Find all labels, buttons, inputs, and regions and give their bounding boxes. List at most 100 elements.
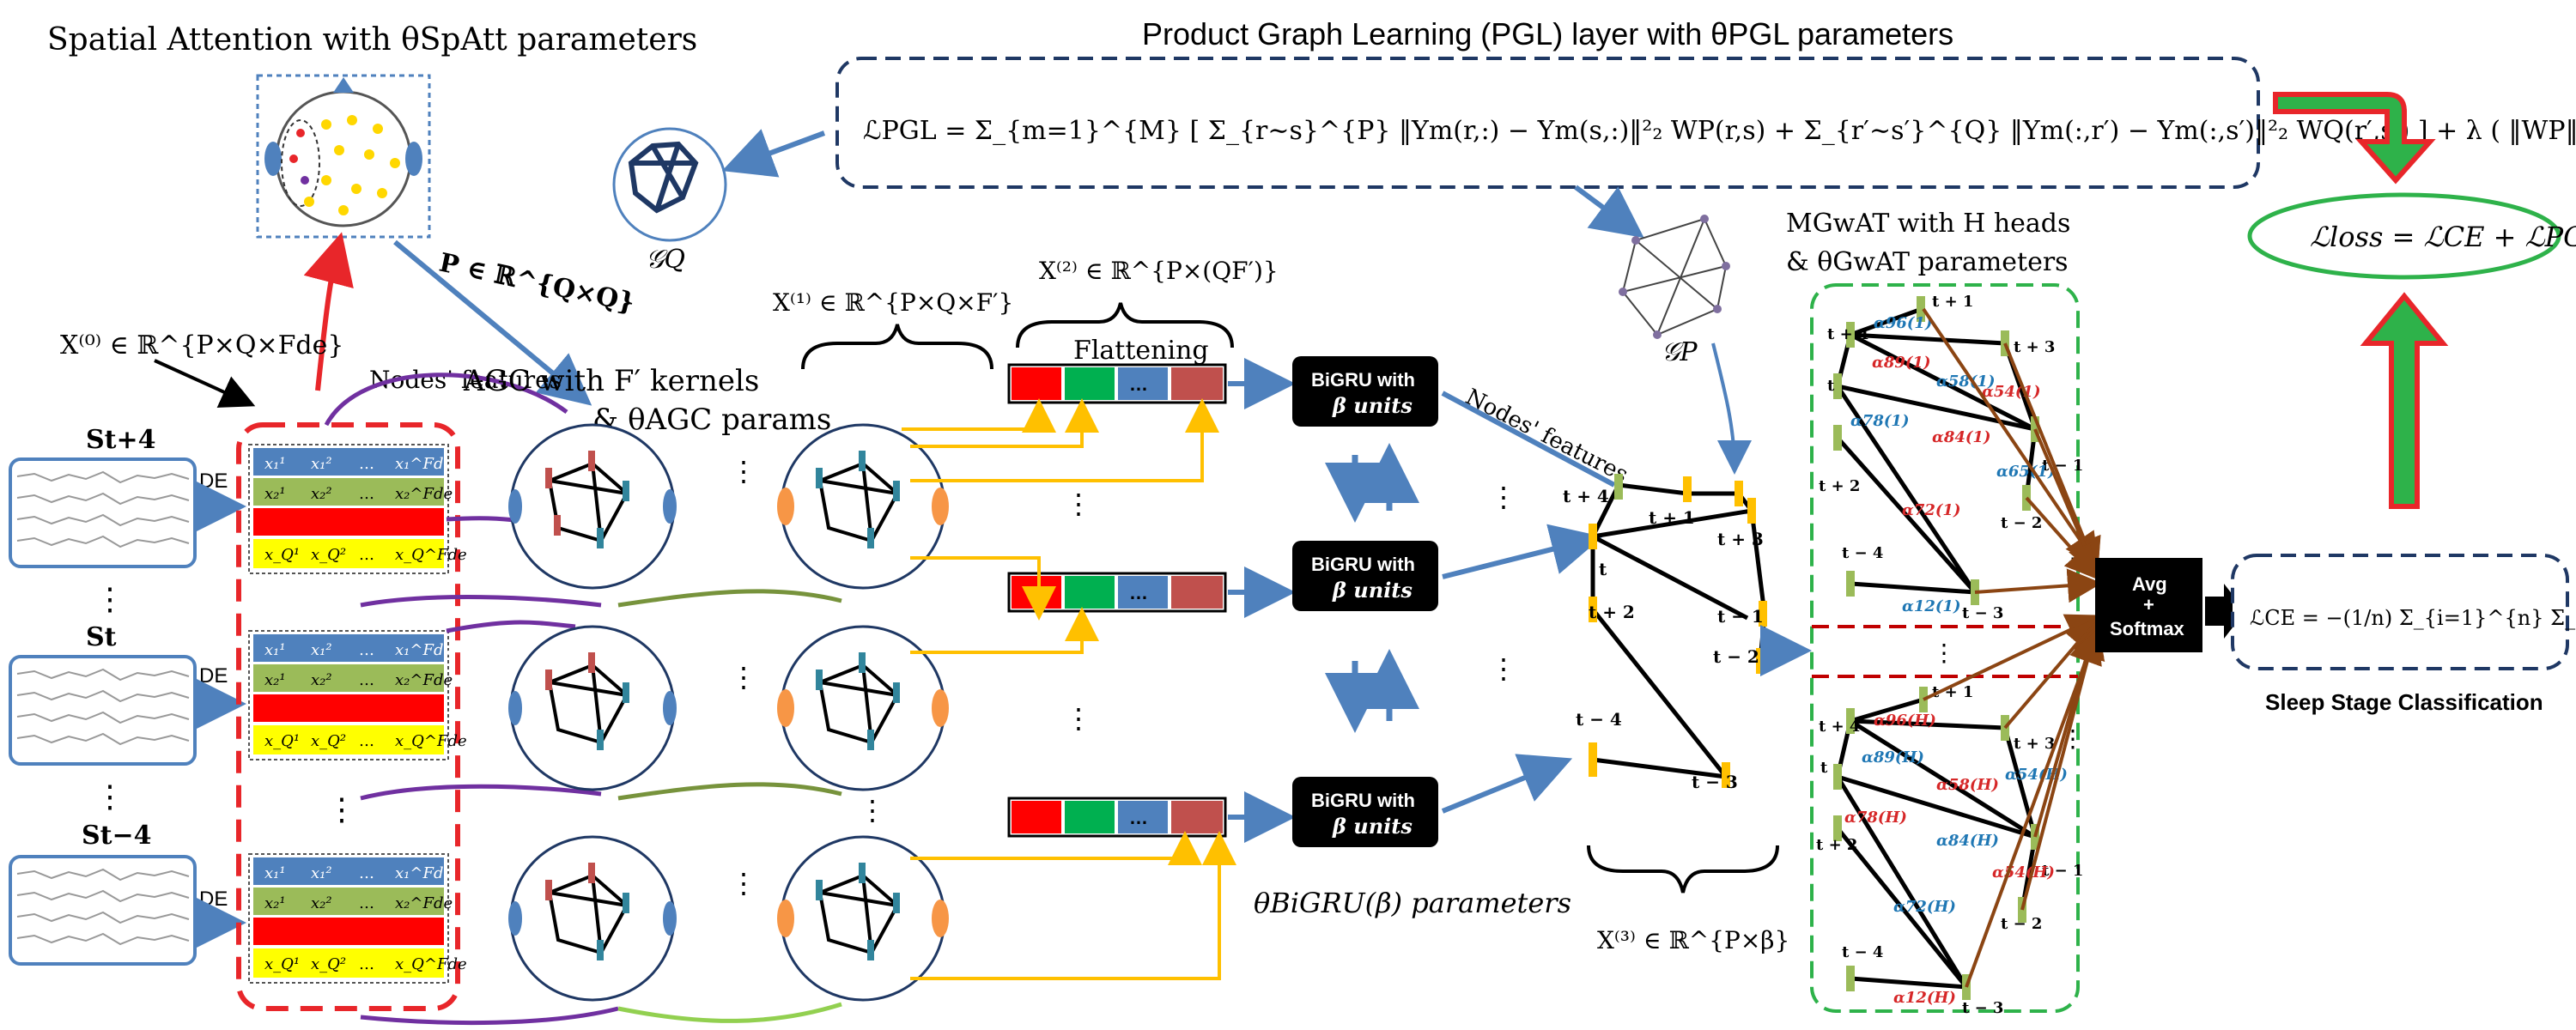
tnode-t+2: t + 2 [1589, 602, 1635, 622]
cell-mid-1-1: x₁¹ [264, 641, 286, 659]
softmax-to-ce-arrow [2205, 584, 2245, 639]
flatten-vdots-3: ⋮ [1236, 794, 1264, 827]
cell-top-q-3: … [359, 546, 374, 564]
signal-label-top: St+4 [86, 425, 156, 455]
cell-bot-q-2: x_Q² [311, 955, 346, 973]
mgh-t: t [1820, 759, 1828, 777]
mgwat-vdots: ⋮ [1932, 639, 1956, 667]
tnode-t-1: t − 1 [1717, 606, 1764, 627]
cell-bot-2-2: x₂² [311, 894, 332, 912]
vdots-signal-2: ⋮ [94, 779, 125, 815]
cell-bot-1-1: x₁¹ [264, 864, 286, 882]
feature-matrix-bottom: x₁¹ x₁² … x₁^Fde x₂¹ x₂² … x₂^Fde x_Q¹ x… [248, 853, 467, 984]
gp-graph-icon [1619, 215, 1730, 339]
cell-top-1-2: x₁² [311, 455, 332, 473]
cell-mid-q-2: x_Q² [311, 732, 346, 750]
bigru-1-label: BiGRU with [1311, 369, 1415, 391]
tnode-t+4: t + 4 [1563, 486, 1609, 506]
signal-block-middle: St DE [9, 622, 246, 766]
cell-bot-2-4: x₂^Fde [395, 894, 453, 912]
bigru-block-2: BiGRU with β units [1292, 541, 1438, 611]
cell-mid-1-2: x₁² [311, 641, 332, 659]
ce-formula: ℒCE = −(1/n) Σ_{i=1}^{n} Σ_{c=1}^{C} y_{… [2250, 606, 2576, 630]
agc-dots-3: ⋮ [730, 867, 757, 900]
mgh-t+4: t + 4 [1819, 718, 1860, 736]
x1-brace [801, 324, 993, 370]
flatten-label: Flattening [1073, 336, 1209, 366]
flatten-bar-3: … [1007, 797, 1227, 838]
gp-to-temporal-arrow [1711, 342, 1752, 475]
agc-head-1-1 [508, 423, 677, 590]
alpha-hh-96: α96(H) [1874, 712, 1936, 730]
ce-box [2231, 554, 2569, 670]
x3-label: X⁽³⁾ ∈ ℝ^{P×β} [1597, 926, 1789, 954]
mg1-t-4: t − 4 [1842, 544, 1883, 562]
mgwat-title-1: MGwAT with H heads [1786, 209, 2070, 239]
loss-ellipse [2247, 192, 2561, 280]
alpha-h1-65: α65(1) [1996, 463, 2055, 481]
agc-title-line2: & θAGC params [592, 403, 831, 437]
flatten-vdots-1: ⋮ [1065, 488, 1092, 520]
bigru-3-units: β units [1332, 814, 1413, 839]
feature-matrix-top: x₁¹ x₁² … x₁^Fde x₂¹ x₂² … x₂^Fde x_Q¹ x… [248, 444, 467, 574]
cell-bot-1-3: … [359, 864, 374, 882]
bigru-2-units: β units [1332, 578, 1413, 603]
attention-feedback-arrow [303, 232, 354, 391]
softmax-line2: + [2143, 594, 2154, 615]
bigru-param-label: θBiGRU(β) parameters [1254, 887, 1571, 919]
softmax-block: Avg + Softmax [2095, 558, 2202, 652]
bigru-block-1: BiGRU with β units [1292, 356, 1438, 427]
signal-label-middle: St [86, 622, 117, 652]
ce-to-loss-arrow [2360, 292, 2449, 509]
alpha-h1-89: α89(1) [1872, 354, 1930, 372]
mgh-t+3: t + 3 [2014, 735, 2055, 753]
cell-mid-2-3: … [359, 671, 374, 689]
vdots-features: ⋮ [326, 792, 357, 827]
mg1-t-3: t − 3 [1962, 604, 2003, 622]
cell-bot-q-1: x_Q¹ [264, 955, 300, 973]
mgh-t-1: t − 1 [2042, 862, 2083, 880]
bigru-3-label: BiGRU with [1311, 790, 1415, 811]
mg1-t+4: t + 4 [1827, 325, 1868, 343]
softmax-line3: Softmax [2110, 618, 2185, 639]
cell-mid-2-4: x₂^Fde [395, 671, 453, 689]
mgwat-head-h-alphas: α96(H) α89(H) α58(H) α54(H) α78(H) α84(H… [1844, 712, 2068, 1007]
bigru-dots-1: ⋮ [1490, 481, 1517, 513]
mg1-t+2: t + 2 [1819, 477, 1860, 495]
feature-box [236, 422, 460, 1011]
gp-label: 𝒢P [1662, 337, 1698, 367]
tnode-t: t [1599, 559, 1607, 579]
tnode-t+1: t + 1 [1649, 507, 1695, 528]
bigru-dots-2: ⋮ [1490, 652, 1517, 685]
p-matrix-label: P ∈ ℝ^{Q×Q} [436, 248, 637, 318]
tnode-t-4: t − 4 [1576, 709, 1622, 730]
cell-bot-1-4: x₁^Fde [395, 864, 453, 882]
alpha-hh-78: α78(H) [1844, 809, 1907, 827]
mgwat-to-softmax-arrows [1922, 307, 2105, 988]
cell-mid-q-3: … [359, 732, 374, 750]
flatten-bar-3-dots: … [1129, 807, 1148, 828]
bigru-block-3: BiGRU with β units [1292, 777, 1438, 847]
alpha-h1-96: α96(1) [1874, 314, 1932, 332]
x0-label: X⁽⁰⁾ ∈ ℝ^{P×Q×Fde} [60, 330, 343, 360]
pgl-to-gp-arrow [1574, 185, 1644, 239]
agc-head-2-2 [777, 625, 949, 791]
cell-top-2-1: x₂¹ [264, 485, 286, 503]
cell-mid-1-3: … [359, 641, 374, 659]
mg1-t+3: t + 3 [2014, 338, 2055, 356]
mgh-t+1: t + 1 [1932, 683, 1973, 701]
cell-bot-q-3: … [359, 955, 374, 973]
p-to-agc-arrow [393, 239, 592, 406]
alpha-h1-58: α58(1) [1936, 373, 1995, 391]
flatten-bar-2: … [1007, 572, 1227, 613]
mgwat-head-1-labels: t + 4 t + 1 t + 3 t t − 1 t + 2 t − 2 t … [1819, 293, 2083, 622]
mgwat-head-1-alphas: α96(1) α89(1) α58(1) α54(1) α78(1) α84(1… [1850, 314, 2055, 615]
mg1-t+1: t + 1 [1932, 293, 1973, 311]
signal-block-bottom: St−4 DE [9, 821, 246, 966]
loss-formula: ℒloss = ℒCE + ℒPGL [2310, 221, 2576, 253]
yellow-flow-arrows [902, 398, 1236, 980]
cell-mid-1-4: x₁^Fde [395, 641, 453, 659]
x2-brace [1016, 302, 1234, 348]
x2-label: X⁽²⁾ ∈ ℝ^{P×(QF′)} [1039, 257, 1279, 285]
